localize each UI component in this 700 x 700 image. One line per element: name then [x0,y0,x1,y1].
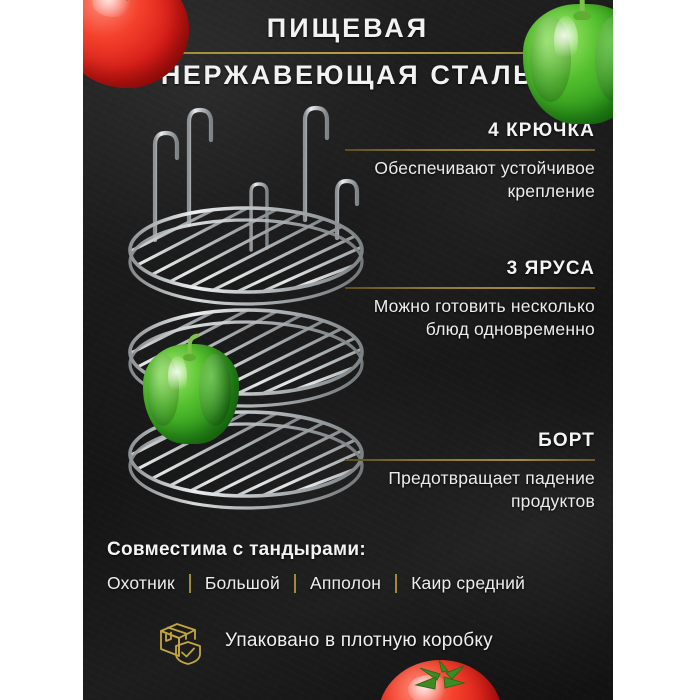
feature-title: 3 ЯРУСА [506,258,595,279]
feature-block-hooks: 4 КРЮЧКА Обеспечивают устойчивое креплен… [345,120,595,204]
title-line-1: ПИЩЕВАЯ [266,13,430,43]
title-divider [111,51,585,54]
compatibility-separator [395,574,398,593]
texture-speck [383,45,385,47]
feature-title: 4 КРЮЧКА [488,120,595,141]
tomato-body [378,660,502,700]
compatibility-heading: Совместима с тандырами: [107,539,366,560]
tomato-highlight [407,675,450,700]
right-margin [613,0,700,700]
content-panel: ПИЩЕВАЯ НЕРЖАВЕЮЩАЯ СТАЛЬ [83,0,613,700]
feature-divider [345,149,595,151]
compatibility-separator [188,574,191,593]
texture-speck [553,210,555,212]
compatibility-separator [293,574,296,593]
feature-block-rim: БОРТ Предотвращает падение продуктов [345,430,595,514]
packaging-note-text: Упаковано в плотную коробку [225,630,493,651]
product-image [91,100,401,530]
feature-description: Обеспечивают устойчивое крепление [374,158,595,202]
compatibility-list: Охотник Большой Апполон Каир средний [107,573,597,594]
page-title: ПИЩЕВАЯ НЕРЖАВЕЮЩАЯ СТАЛЬ [83,13,613,90]
feature-block-tiers: 3 ЯРУСА Можно готовить несколько блюд од… [345,258,595,342]
tomato-icon-bottom-center [378,660,502,700]
compatibility-item: Апполон [309,573,382,593]
title-line-2: НЕРЖАВЕЮЩАЯ СТАЛЬ [160,59,536,90]
left-margin [0,0,83,700]
texture-speck [473,620,475,622]
texture-speck [203,480,205,482]
packaging-note: Упаковано в плотную коробку [155,617,493,665]
compatibility-item: Каир средний [411,573,526,593]
feature-title: БОРТ [538,430,595,451]
compatibility-item: Охотник [107,573,175,593]
tomato-stem [414,660,466,690]
package-box-shield-icon [155,617,207,665]
feature-divider [345,459,595,461]
feature-divider [345,287,595,289]
compatibility-section: Совместима с тандырами: Охотник Большой … [107,539,597,594]
compatibility-item: Большой [204,573,280,593]
feature-description: Предотвращает падение продуктов [388,468,595,512]
feature-description: Можно готовить несколько блюд одновремен… [373,296,595,340]
